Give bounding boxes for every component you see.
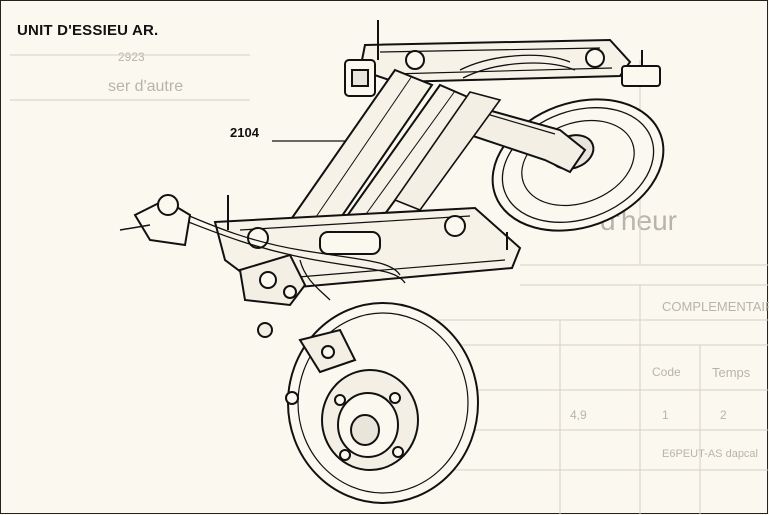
brake-pipes [174,54,576,301]
bg-top-text: ser d'autre [108,78,184,95]
bg-temps-label: Temps [712,365,751,380]
torsion-bars [283,68,502,254]
diagram-title: UNIT D'ESSIEU AR. [17,22,159,39]
callout-label-2104: 2104 [230,125,259,140]
rear-wheel-upper [491,98,665,232]
left-end-hardware [119,194,508,250]
wheel-cylinder [285,328,357,405]
hub-bracket [238,253,307,338]
bg-value-1: 1 [662,408,669,422]
bg-value-2: 2 [720,408,727,422]
bg-code-label: Code [652,365,681,379]
upper-right-mount [621,50,661,87]
bg-col-header: COMPLEMENTAIRES [662,299,769,314]
bg-top-code: 2923 [118,50,145,64]
upper-left-mount [344,20,379,97]
brake-drum-lower [287,302,479,504]
bg-value-3: 4,9 [570,408,587,422]
bg-code-ref: E6PEUT-AS dapcal [662,448,758,460]
